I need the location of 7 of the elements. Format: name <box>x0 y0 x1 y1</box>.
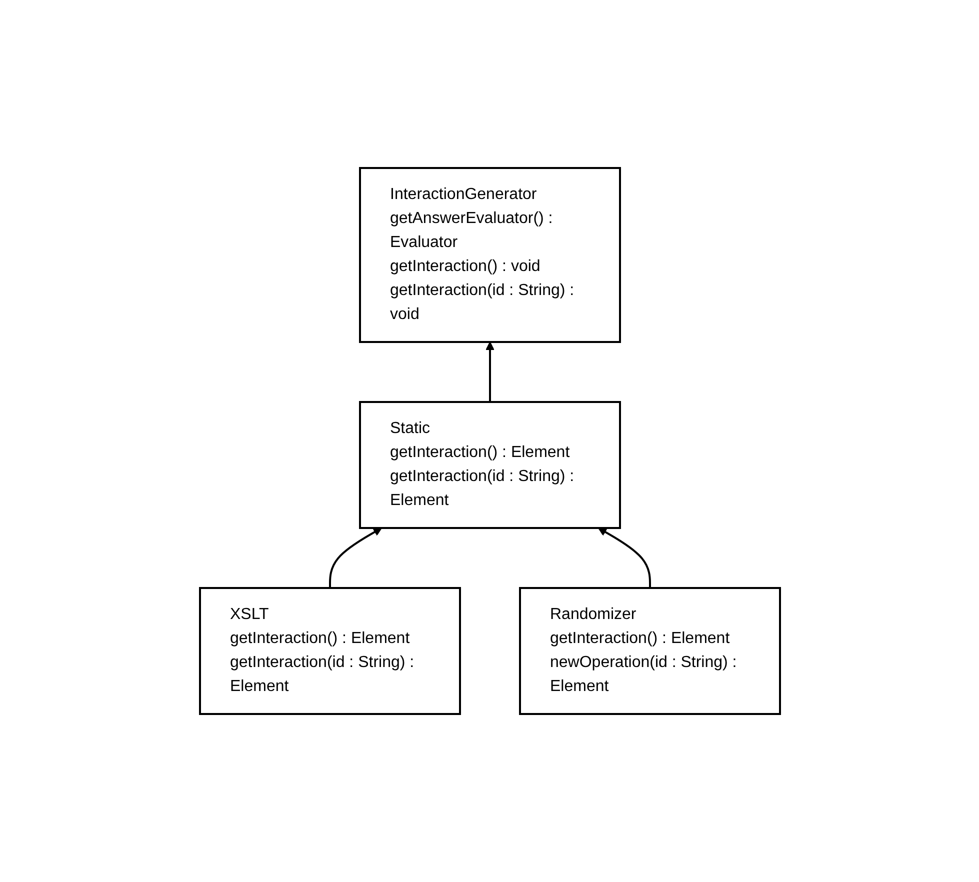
node-box: Static getInteraction() : Element getInteraction(id : String) : Element <box>358 401 620 529</box>
arrow <box>597 528 650 588</box>
node-box: Randomizer getInteraction() : Element newOperation(id : String) : Element <box>518 587 780 715</box>
node-box: InteractionGenerator getAnswerEvaluator() : Evaluator getInteraction() : void getInteraction(id : String) : void <box>358 167 620 343</box>
arrow <box>485 342 494 402</box>
arrow <box>328 528 382 588</box>
node-box: XSLT getInteraction() : Element getInteraction(id : String) : Element <box>198 587 460 715</box>
